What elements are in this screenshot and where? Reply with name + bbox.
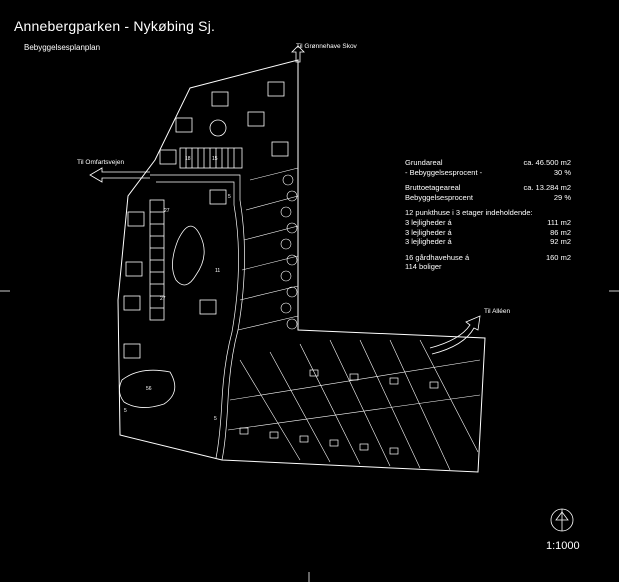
stat-grundareal: Grundareal ca. 46.500 m2 <box>405 158 571 168</box>
east-road <box>429 315 481 355</box>
point-houses <box>123 81 289 359</box>
stat-value: ca. 13.284 m2 <box>523 183 571 193</box>
stat-bebyggelsesprocent-2: Bebyggelsesprocent 29 % <box>405 193 571 203</box>
stat-label: Bruttoetageareal <box>405 183 461 193</box>
roundabout <box>209 119 227 137</box>
stat-value: 86 m2 <box>550 227 571 237</box>
stat-bebyggelsesprocent: - Bebyggelsesprocent - 30 % <box>405 168 571 178</box>
tree-row <box>280 174 298 330</box>
parking-number: 18 <box>185 156 191 162</box>
stat-label: Grundareal <box>405 158 443 167</box>
lake-north <box>172 225 205 286</box>
lake-south <box>119 369 176 408</box>
parking-number: 27 <box>160 296 166 302</box>
road-label-north: Til Grønnehave Skov <box>296 43 357 50</box>
stat-lejligheder-3: 3 lejligheder á 92 m2 <box>405 237 571 247</box>
west-road <box>89 167 150 183</box>
stat-value: 111 m2 <box>547 217 571 227</box>
road-label-west: Til Omfartsvejen <box>77 159 125 166</box>
south-houses <box>239 369 439 455</box>
internal-road <box>150 174 245 461</box>
scale-label: 1:1000 <box>546 540 580 552</box>
stat-label: Bebyggelsesprocent <box>405 192 473 202</box>
south-plots <box>227 339 481 471</box>
north-road <box>291 45 305 63</box>
parking-west <box>149 199 165 321</box>
stat-bruttoetageareal: Bruttoetageareal ca. 13.284 m2 <box>405 183 571 193</box>
statistics-panel: Grundareal ca. 46.500 m2 - Bebyggelsespr… <box>405 158 571 272</box>
stat-value: 29 % <box>553 192 571 202</box>
parking-number: 5 <box>214 416 217 422</box>
parking-number: 5 <box>124 408 127 414</box>
stat-punkthuse: 12 punkthuse i 3 etager indeholdende: <box>405 208 533 218</box>
courtyard-plots <box>237 167 299 331</box>
stat-label: - Bebyggelsesprocent - <box>405 167 483 177</box>
stat-value: ca. 46.500 m2 <box>523 158 571 167</box>
stat-gaardhavehuse: 16 gårdhavehuse á 160 m2 <box>405 253 571 263</box>
road-label-east: Til Alléen <box>484 308 511 315</box>
lake-label: 56 <box>146 386 152 392</box>
parking-number: 11 <box>215 268 220 274</box>
stat-value: 30 % <box>553 167 571 177</box>
stat-value: 92 m2 <box>550 237 571 247</box>
compass-icon <box>550 508 574 532</box>
stat-label: 16 gårdhavehuse á <box>405 252 470 262</box>
page-title: Annebergparken - Nykøbing Sj. <box>14 18 216 34</box>
stat-boliger: 114 boliger <box>405 262 442 272</box>
parking-number: 27 <box>164 208 170 214</box>
stat-label: 3 lejligheder á <box>405 237 452 247</box>
stat-label: 3 lejligheder á <box>405 217 452 227</box>
stat-value: 160 m2 <box>545 252 571 262</box>
stat-label: 3 lejligheder á <box>405 227 452 237</box>
page-subtitle: Bebyggelsesplanplan <box>24 43 101 52</box>
stat-lejligheder-1: 3 lejligheder á 111 m2 <box>405 218 571 228</box>
parking-number: 5 <box>228 194 231 200</box>
parking-north <box>179 147 243 169</box>
stat-lejligheder-2: 3 lejligheder á 86 m2 <box>405 228 571 238</box>
parking-number: 15 <box>212 156 218 162</box>
